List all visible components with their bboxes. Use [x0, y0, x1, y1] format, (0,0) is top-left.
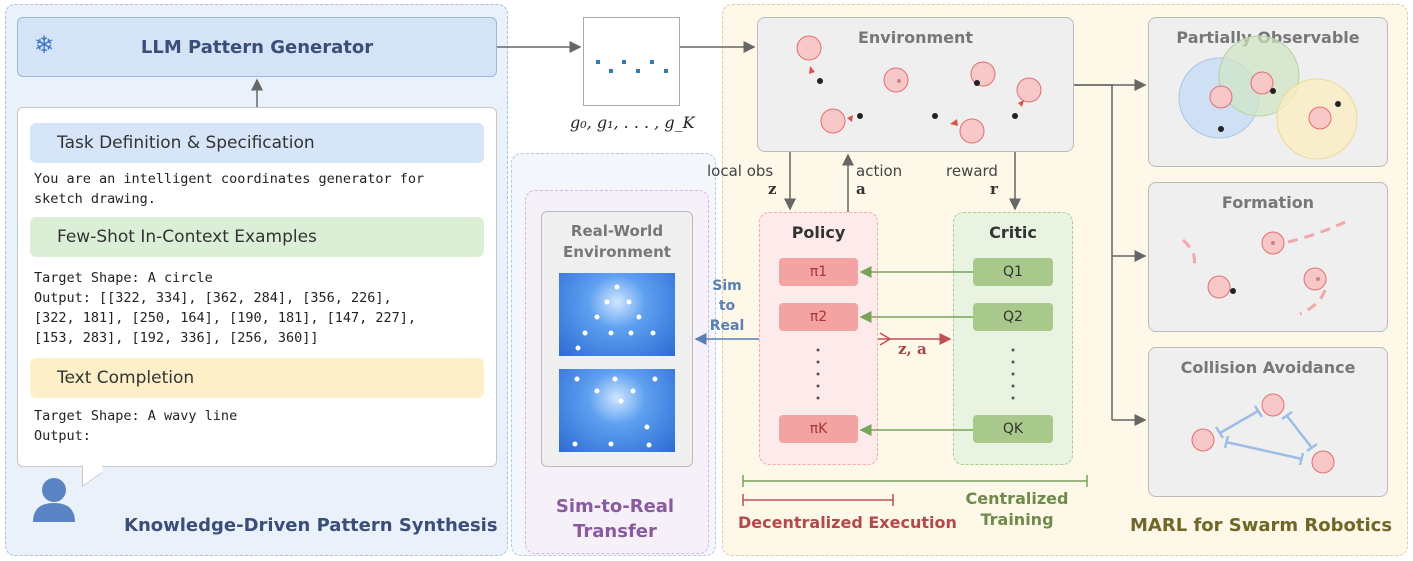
critic-q-2: Q2: [973, 303, 1053, 331]
real-world-photo-1: [559, 273, 675, 356]
real-world-title: Real-World Environment: [563, 222, 671, 261]
task-header: Task Definition & Specification: [30, 123, 484, 163]
knowledge-title: Knowledge-Driven Pattern Synthesis: [124, 515, 498, 536]
action-symbol: a: [856, 180, 866, 198]
action-label: action: [856, 162, 903, 180]
completion-text: Target Shape: A wavy line Output:: [34, 408, 238, 444]
collision-avoidance-title: Collision Avoidance: [1180, 357, 1356, 377]
fewshot-text: Target Shape: A circle Output: [[322, 33…: [34, 270, 417, 346]
critic-q-k: QK: [973, 415, 1053, 443]
task-text: You are an intelligent coordinates gener…: [34, 171, 425, 207]
goal-points-box: [583, 17, 680, 106]
robot-dots-triangle: [575, 284, 656, 351]
critic-ellipsis: [1011, 348, 1015, 400]
environment-robots: [796, 35, 1042, 144]
sim-to-real-label: Sim to Real: [709, 278, 745, 334]
formation-panel: [1148, 182, 1388, 332]
policy-ellipsis: [816, 348, 820, 400]
collision-avoidance-panel: [1148, 347, 1388, 497]
policy-pi-k: πK: [779, 415, 858, 443]
critic-q-1: Q1: [973, 258, 1053, 286]
goal-points-plot: [596, 60, 668, 73]
goals-label-text: g₀, g₁, . . . , g_K: [570, 113, 695, 132]
policy-title: Policy: [791, 222, 846, 242]
za-label: z, a: [898, 340, 927, 358]
decentralized-bracket: [742, 494, 894, 506]
policy-pi-1: π1: [779, 258, 858, 286]
real-world-photo-2: [559, 369, 675, 452]
completion-header: Text Completion: [30, 358, 484, 398]
prompt-box: [17, 107, 497, 467]
robot-dots-pattern: [572, 376, 658, 448]
formation-sketch: [1181, 220, 1346, 316]
arrow-env-to-tasks: [1074, 84, 1113, 420]
collision-sketch: [1191, 393, 1335, 474]
reward-label: reward: [946, 162, 998, 180]
snowflake-icon: ❄: [34, 31, 55, 59]
fewshot-header: Few-Shot In-Context Examples: [30, 217, 484, 257]
decentralized-label: Decentralized Execution: [738, 513, 957, 532]
llm-pattern-generator: ❄ LLM Pattern Generator: [17, 17, 497, 77]
local-obs-label: local obs: [707, 162, 774, 180]
environment-title: Environment: [857, 27, 974, 47]
centralized-label: Centralized Training: [965, 489, 1069, 529]
policy-pi-2: π2: [779, 303, 858, 331]
partial-observation-sketch: [1178, 35, 1358, 160]
generator-label: LLM Pattern Generator: [140, 36, 374, 58]
formation-title: Formation: [1221, 192, 1315, 212]
local-obs-symbol: z: [768, 180, 777, 198]
centralized-bracket: [742, 475, 1088, 487]
critic-title: Critic: [989, 222, 1037, 242]
marl-title: MARL for Swarm Robotics: [1130, 515, 1393, 536]
reward-symbol: r: [990, 180, 998, 198]
goals-label: g₀, g₁, . . . , g_K: [570, 113, 695, 132]
sim2real-title: Sim-to-Real Transfer: [555, 496, 675, 542]
